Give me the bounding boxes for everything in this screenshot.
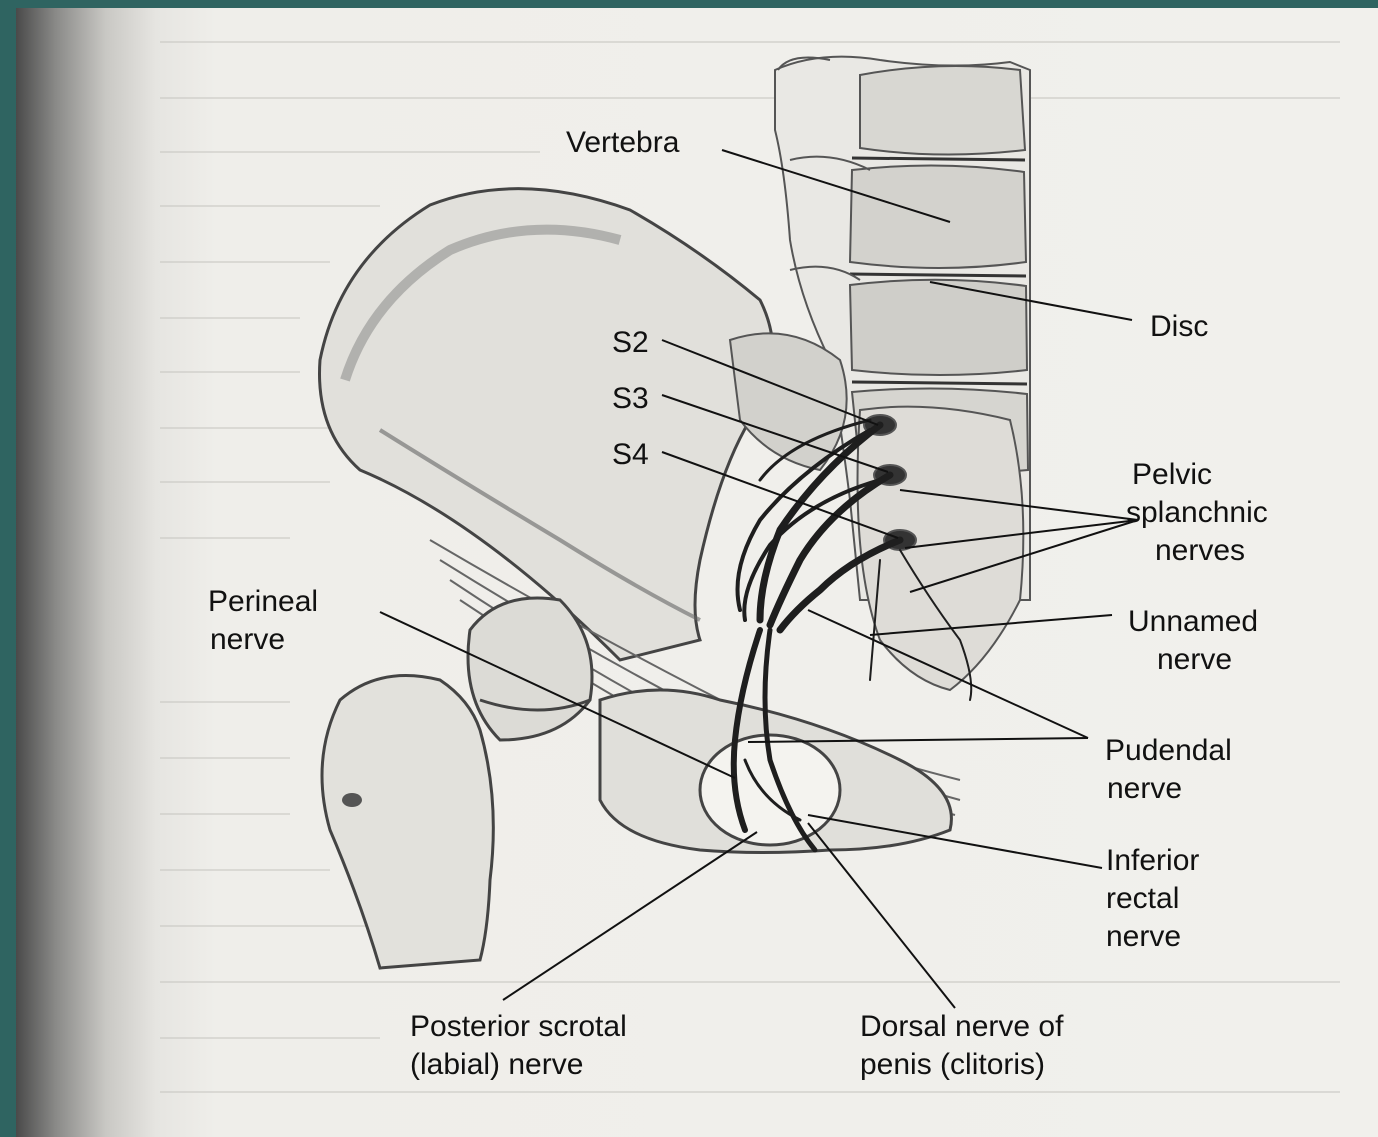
label-vertebra: Vertebra [566, 124, 679, 162]
label-pelvic-splanchnic-nerves-line2: splanchnic [1126, 494, 1268, 532]
label-perineal-nerve-line1: Perineal [208, 583, 318, 621]
label-posterior-scrotal-nerve-line1: Posterior scrotal [410, 1008, 627, 1046]
label-unnamed-nerve-line2: nerve [1157, 641, 1232, 679]
leader-dorsal [808, 823, 955, 1008]
label-pelvic-splanchnic-nerves-line3: nerves [1155, 532, 1245, 570]
label-dorsal-nerve-line1: Dorsal nerve of [860, 1008, 1063, 1046]
label-s4: S4 [612, 436, 649, 474]
femur [322, 598, 592, 968]
label-pelvic-splanchnic-nerves-line1: Pelvic [1132, 456, 1212, 494]
iliac-bone [320, 189, 847, 660]
label-unnamed-nerve-line1: Unnamed [1128, 603, 1258, 641]
label-pudendal-nerve-line2: nerve [1107, 770, 1182, 808]
label-perineal-nerve-line2: nerve [210, 621, 285, 659]
label-inferior-rectal-nerve-line2: rectal [1106, 880, 1179, 918]
label-pudendal-nerve-line1: Pudendal [1105, 732, 1232, 770]
label-posterior-scrotal-nerve-line2: (labial) nerve [410, 1046, 583, 1084]
label-inferior-rectal-nerve-line1: Inferior [1106, 842, 1199, 880]
label-dorsal-nerve-line2: penis (clitoris) [860, 1046, 1045, 1084]
label-inferior-rectal-nerve-line3: nerve [1106, 918, 1181, 956]
label-disc: Disc [1150, 308, 1208, 346]
label-s2: S2 [612, 324, 649, 362]
leader-posterior [503, 832, 757, 1000]
label-s3: S3 [612, 380, 649, 418]
